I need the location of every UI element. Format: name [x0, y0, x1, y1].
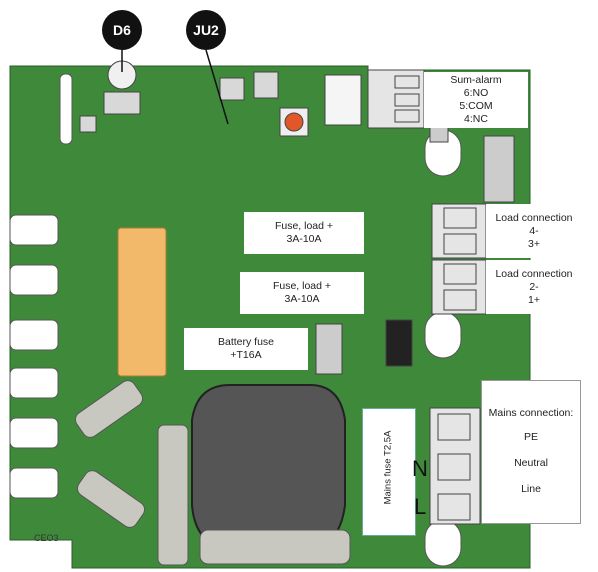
- letter-l: L: [414, 494, 427, 519]
- d6-callout: D6: [102, 10, 142, 50]
- fuse-load-1-line2: 3A-10A: [286, 233, 322, 245]
- left-cutouts: [9, 73, 73, 499]
- sum-alarm-line1: 6:NO: [463, 87, 489, 99]
- mains-line: Line: [521, 483, 541, 495]
- battery-fuse-line1: Battery fuse: [217, 336, 275, 348]
- ju2-callout: JU2: [186, 10, 226, 50]
- sum-alarm-connector: [367, 69, 425, 129]
- relay-block: [117, 227, 167, 377]
- sum-alarm-title: Sum-alarm: [450, 74, 502, 86]
- battery-fuse-label: Battery fuse +T16A: [184, 328, 308, 370]
- load-connection-2-title: Load connection: [495, 267, 573, 280]
- top-components: [79, 60, 515, 375]
- load-connection-1-line1: 4-: [529, 224, 539, 237]
- load-connection-label-1: Load connection 4- 3+: [486, 204, 582, 258]
- load-connection-1-line2: 3+: [528, 237, 540, 250]
- sum-alarm-label: Sum-alarm 6:NO 5:COM 4:NC: [424, 72, 528, 128]
- board-code: CEO3: [34, 533, 59, 543]
- fuse-load-label-1: Fuse, load + 3A-10A: [244, 212, 364, 254]
- mains-pe: PE: [523, 431, 538, 443]
- load-connection-label-2: Load connection 2- 1+: [486, 260, 582, 314]
- sum-alarm-line2: 5:COM: [459, 100, 493, 112]
- mains-connection-label: Mains connection: PE Neutral Line: [481, 380, 581, 524]
- load-connection-2-line2: 1+: [528, 293, 540, 306]
- mains-connection-title: Mains connection:: [488, 407, 574, 419]
- capacitors: [74, 380, 351, 566]
- load-connection-1-title: Load connection: [495, 211, 573, 224]
- load-connection-2-line1: 2-: [529, 280, 539, 293]
- mains-fuse-box: [362, 408, 416, 536]
- load-terminals: [431, 203, 487, 315]
- mains-neutral: Neutral: [514, 457, 548, 469]
- battery-fuse-line2: +T16A: [230, 349, 262, 361]
- letter-n: N: [412, 456, 428, 481]
- fuse-load-1-line1: Fuse, load +: [274, 220, 334, 232]
- mains-fuse-label: Mains fuse T2,5A: [382, 430, 394, 505]
- fuse-load-2-line1: Fuse, load +: [272, 280, 332, 292]
- sum-alarm-line3: 4:NC: [464, 113, 488, 125]
- ju2-leader: [205, 49, 229, 125]
- fuse-load-2-line2: 3A-10A: [284, 293, 320, 305]
- mains-terminals: [429, 407, 481, 525]
- inductor: [191, 384, 346, 551]
- fuse-load-label-2: Fuse, load + 3A-10A: [240, 272, 364, 314]
